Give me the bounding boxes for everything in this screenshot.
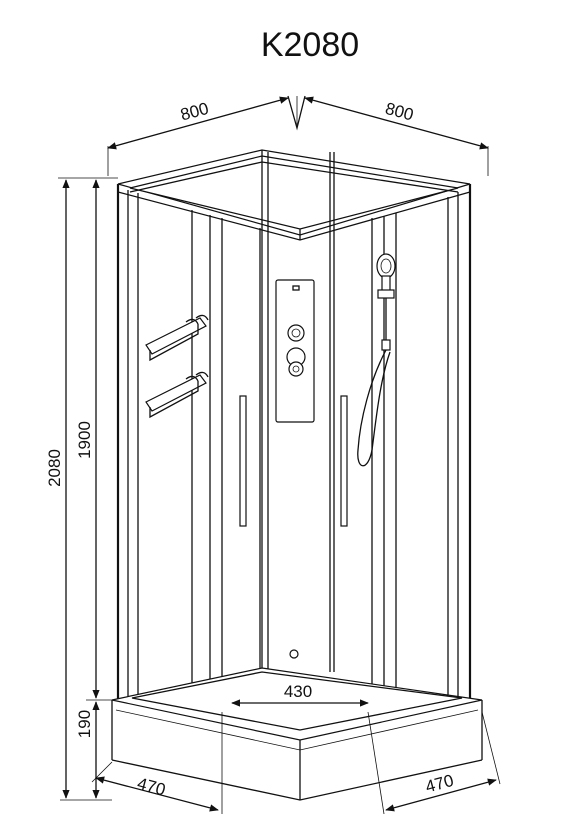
left-door-handle[interactable] <box>239 395 247 527</box>
upper-shelf-icon <box>145 314 209 362</box>
dim-glass-height: 1900 <box>75 421 94 459</box>
mixer-knob-icon <box>287 324 305 342</box>
dim-bottom-left-depth: 470 <box>135 774 167 800</box>
top-dimension-lines <box>107 95 489 176</box>
dim-tray-inner-width: 430 <box>284 682 312 701</box>
left-dimension-lines <box>58 177 118 801</box>
bottom-dimension-lines <box>91 711 501 815</box>
model-title: K2080 <box>261 26 359 64</box>
dim-total-height: 2080 <box>45 449 64 487</box>
diverter-knob-icon <box>286 347 306 377</box>
top-frame <box>117 149 471 241</box>
drain-outlet-icon <box>289 649 299 659</box>
hand-shower-icon <box>357 253 396 467</box>
right-door-handle[interactable] <box>340 395 348 527</box>
left-glass-wall <box>116 150 263 711</box>
right-glass-wall <box>371 184 472 715</box>
lower-shelf-icon <box>145 371 209 419</box>
dim-tray-height: 190 <box>75 710 94 738</box>
